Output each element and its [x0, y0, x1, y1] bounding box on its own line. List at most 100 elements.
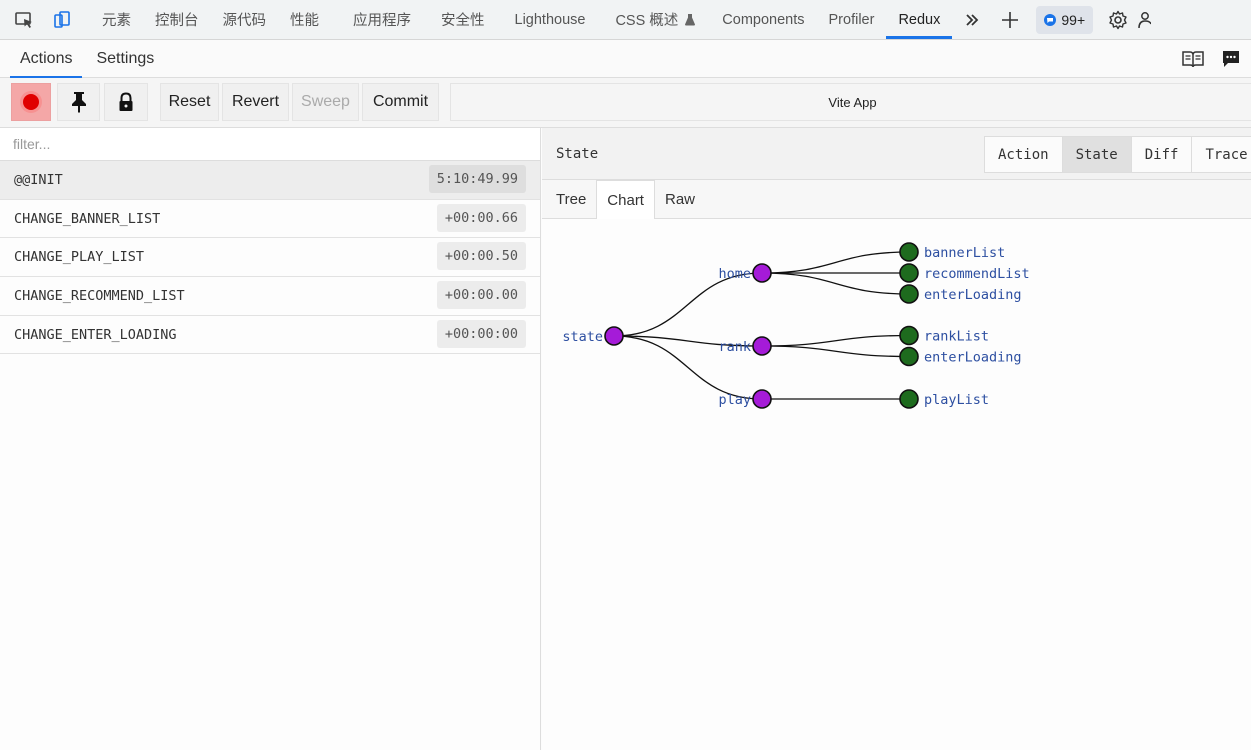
- tree-node-home[interactable]: home: [718, 263, 772, 283]
- devtools-tab-css-overview[interactable]: CSS 概述: [603, 0, 708, 40]
- message-icon: [1044, 13, 1057, 26]
- tree-node-circle: [752, 263, 772, 283]
- monitor-toolbar: Reset Revert Sweep Commit Vite App: [0, 78, 1251, 128]
- tree-node-state[interactable]: state: [562, 326, 624, 346]
- instance-selector[interactable]: Vite App: [450, 83, 1251, 121]
- action-item-change-banner-list[interactable]: CHANGE_BANNER_LIST +00:00.66: [0, 200, 540, 239]
- action-time: +00:00.00: [436, 281, 526, 310]
- view-tab-tree[interactable]: Tree: [556, 190, 587, 208]
- tree-link: [761, 251, 910, 274]
- tree-node-label: playList: [924, 392, 989, 408]
- feedback-icon[interactable]: [1221, 49, 1241, 69]
- tree-node-label: state: [562, 329, 603, 345]
- action-item-change-enter-loading[interactable]: CHANGE_ENTER_LOADING +00:00:00: [0, 316, 540, 355]
- tree-node-circle: [899, 346, 919, 367]
- subtab-settings[interactable]: Settings: [96, 49, 155, 67]
- inspector-pane: State Action State Diff Trace Tree Chart…: [542, 128, 1251, 750]
- inspector-tab-action[interactable]: Action: [984, 136, 1063, 173]
- device-toolbar-icon[interactable]: [42, 0, 82, 40]
- devtools-tab-sources[interactable]: 源代码: [222, 13, 267, 29]
- state-tree-svg: bannerList recommendList enterLoading home r…: [562, 242, 1030, 409]
- tree-link: [613, 335, 763, 347]
- tree-node-label: rank: [718, 339, 751, 355]
- tree-nodes: bannerList recommendList enterLoading home r…: [562, 242, 1030, 409]
- record-button[interactable]: [11, 83, 51, 121]
- tree-node-rank[interactable]: rank: [718, 336, 772, 356]
- tree-node-circle: [899, 242, 919, 262]
- view-tab-raw[interactable]: Raw: [664, 190, 695, 208]
- action-type: CHANGE_ENTER_LOADING: [14, 326, 177, 343]
- tree-link: [761, 334, 910, 347]
- action-type: CHANGE_PLAY_LIST: [14, 249, 145, 266]
- tree-node-circle: [899, 284, 919, 304]
- inspect-element-icon[interactable]: [4, 0, 44, 40]
- more-tabs-icon[interactable]: [952, 0, 992, 40]
- action-type: @@INIT: [14, 171, 63, 188]
- devtools-tab-security[interactable]: 安全性: [441, 13, 485, 29]
- inspector-tab-trace[interactable]: Trace: [1191, 136, 1251, 173]
- tree-node-rank-enter-loading[interactable]: enterLoading: [899, 346, 1022, 367]
- tree-node-circle: [604, 326, 624, 346]
- action-time: +00:00.66: [436, 203, 526, 232]
- tree-node-circle: [899, 263, 919, 283]
- tree-node-home-enter-loading[interactable]: enterLoading: [899, 284, 1022, 304]
- commit-button[interactable]: Commit: [362, 83, 439, 121]
- action-list-pane: @@INIT 5:10:49.99 CHANGE_BANNER_LIST +00…: [0, 128, 541, 750]
- action-item-init[interactable]: @@INIT 5:10:49.99: [0, 161, 540, 200]
- tree-node-label: enterLoading: [924, 350, 1022, 366]
- lock-button[interactable]: [104, 83, 148, 121]
- devtools-tab-css-overview-label: CSS 概述: [615, 13, 679, 29]
- tree-node-home-recommend-list[interactable]: recommendList: [899, 263, 1030, 283]
- action-time: 5:10:49.99: [428, 165, 526, 193]
- state-tree-chart[interactable]: bannerList recommendList enterLoading home r…: [542, 219, 1251, 749]
- action-item-change-recommend-list[interactable]: CHANGE_RECOMMEND_LIST +00:00.00: [0, 277, 540, 316]
- devtools-tab-bar: 元素 控制台 源代码 性能 应用程序 安全性 Lighthouse CSS 概述…: [0, 0, 1251, 40]
- tree-node-home-banner-list[interactable]: bannerList: [899, 242, 1005, 262]
- inspector-title: State: [556, 146, 599, 162]
- record-icon: [23, 94, 39, 110]
- tree-node-label: play: [718, 392, 751, 408]
- devtools-tab-profiler[interactable]: Profiler: [828, 11, 875, 28]
- add-tab-icon[interactable]: [992, 0, 1028, 40]
- persist-button[interactable]: [57, 83, 100, 121]
- devtools-tab-application[interactable]: 应用程序: [353, 13, 411, 29]
- revert-button[interactable]: Revert: [222, 83, 289, 121]
- tree-node-circle: [899, 325, 919, 346]
- devtools-tab-elements[interactable]: 元素: [102, 13, 131, 29]
- devtools-tab-components[interactable]: Components: [722, 11, 805, 28]
- action-type: CHANGE_RECOMMEND_LIST: [14, 287, 185, 304]
- devtools-tab-redux[interactable]: Redux: [886, 0, 953, 40]
- inspector-tab-state[interactable]: State: [1061, 136, 1132, 173]
- inspector-tab-diff[interactable]: Diff: [1130, 136, 1193, 173]
- customize-devtools-icon[interactable]: [1137, 0, 1167, 40]
- subtab-actions[interactable]: Actions: [10, 40, 83, 78]
- tree-link: [613, 335, 763, 400]
- action-type: CHANGE_BANNER_LIST: [14, 210, 161, 227]
- action-item-change-play-list[interactable]: CHANGE_PLAY_LIST +00:00.50: [0, 238, 540, 278]
- settings-gear-icon[interactable]: [1099, 0, 1137, 40]
- action-time: +00:00.50: [436, 242, 526, 271]
- pin-icon: [71, 92, 86, 113]
- reset-button[interactable]: Reset: [160, 83, 219, 121]
- devtools-tab-lighthouse[interactable]: Lighthouse: [514, 11, 586, 28]
- lock-icon: [119, 92, 133, 111]
- tree-node-label: bannerList: [924, 245, 1005, 261]
- book-icon[interactable]: [1181, 49, 1205, 69]
- tree-link: [761, 272, 910, 295]
- tree-node-label: home: [718, 266, 751, 282]
- tree-node-label: enterLoading: [924, 287, 1022, 303]
- tree-link: [613, 272, 763, 337]
- devtools-tab-performance[interactable]: 性能: [290, 13, 319, 29]
- view-tab-chart[interactable]: Chart: [596, 180, 655, 219]
- devtools-tab-console[interactable]: 控制台: [155, 13, 199, 29]
- sweep-button[interactable]: Sweep: [292, 83, 359, 121]
- tree-node-play-play-list[interactable]: playList: [899, 389, 989, 409]
- filter-input[interactable]: [0, 128, 540, 161]
- inspector-header: State Action State Diff Trace: [542, 128, 1251, 180]
- action-time: +00:00:00: [436, 319, 526, 348]
- tree-node-rank-rank-list[interactable]: rankList: [899, 325, 989, 346]
- inspector-tabs: Action State Diff Trace: [984, 136, 1251, 173]
- tree-node-play[interactable]: play: [718, 389, 772, 409]
- tree-links: [613, 251, 910, 400]
- issues-badge[interactable]: 99+: [1036, 5, 1094, 34]
